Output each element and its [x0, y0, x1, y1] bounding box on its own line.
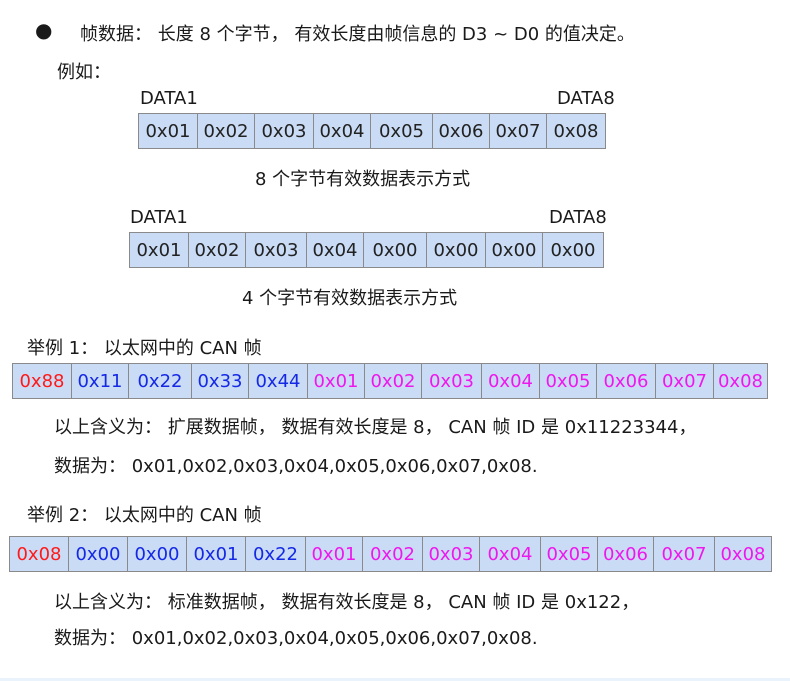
e2-byte-cell: 0x22	[245, 536, 306, 572]
t2-byte-cell: 0x04	[306, 232, 364, 268]
table1-left-label: DATA1	[140, 88, 198, 109]
t2-byte-cell: 0x00	[426, 232, 486, 268]
table2-right-label: DATA8	[549, 207, 607, 228]
e1-byte-cell: 0x02	[364, 363, 422, 399]
table1-caption: 8 个字节有效数据表示方式	[255, 169, 471, 190]
bullet-dot: ●	[35, 18, 53, 42]
t1-byte-cell: 0x03	[254, 113, 314, 149]
t1-byte-cell: 0x05	[370, 113, 433, 149]
e2-byte-cell: 0x08	[9, 536, 69, 572]
t1-byte-cell: 0x07	[489, 113, 547, 149]
e2-byte-cell: 0x00	[68, 536, 128, 572]
t2-byte-cell: 0x03	[245, 232, 307, 268]
table2-caption: 4 个字节有效数据表示方式	[242, 288, 458, 309]
example1-meaning: 以上含义为： 扩展数据帧， 数据有效长度是 8， CAN 帧 ID 是 0x11…	[54, 417, 697, 438]
t1-byte-cell: 0x06	[432, 113, 490, 149]
e1-byte-cell: 0x44	[248, 363, 308, 399]
frame-data-description: 帧数据： 长度 8 个字节， 有效长度由帧信息的 D3 ~ D0 的值决定。	[80, 24, 635, 45]
t1-byte-cell: 0x01	[138, 113, 198, 149]
e1-byte-cell: 0x03	[421, 363, 482, 399]
t2-byte-cell: 0x00	[542, 232, 604, 268]
table2-left-label: DATA1	[130, 207, 188, 228]
e1-byte-cell: 0x88	[12, 363, 72, 399]
table1-right-label: DATA8	[557, 88, 615, 109]
t1-byte-cell: 0x02	[197, 113, 255, 149]
t2-byte-cell: 0x00	[485, 232, 543, 268]
example2-data: 数据为： 0x01,0x02,0x03,0x04,0x05,0x06,0x07,…	[54, 628, 538, 649]
example2-meaning: 以上含义为： 标准数据帧， 数据有效长度是 8， CAN 帧 ID 是 0x12…	[54, 592, 640, 613]
e1-byte-cell: 0x04	[481, 363, 540, 399]
t1-byte-cell: 0x04	[313, 113, 371, 149]
e1-byte-cell: 0x05	[539, 363, 597, 399]
example-label: 例如：	[57, 62, 111, 83]
e2-byte-cell: 0x03	[422, 536, 480, 572]
e2-byte-cell: 0x00	[127, 536, 187, 572]
e2-byte-cell: 0x01	[186, 536, 246, 572]
e2-byte-cell: 0x05	[540, 536, 598, 572]
e2-byte-cell: 0x02	[362, 536, 423, 572]
e2-byte-cell: 0x01	[305, 536, 363, 572]
example1-title: 举例 1： 以太网中的 CAN 帧	[27, 338, 262, 359]
e1-byte-cell: 0x06	[596, 363, 656, 399]
e1-byte-cell: 0x08	[713, 363, 768, 399]
t2-byte-cell: 0x02	[188, 232, 246, 268]
e1-byte-cell: 0x11	[71, 363, 129, 399]
example2-title: 举例 2： 以太网中的 CAN 帧	[27, 505, 262, 526]
t2-byte-cell: 0x01	[129, 232, 189, 268]
bottom-divider	[0, 678, 790, 681]
example1-data: 数据为： 0x01,0x02,0x03,0x04,0x05,0x06,0x07,…	[54, 456, 538, 477]
e1-byte-cell: 0x33	[191, 363, 249, 399]
e1-byte-cell: 0x07	[655, 363, 714, 399]
e2-byte-cell: 0x08	[714, 536, 772, 572]
e2-byte-cell: 0x07	[653, 536, 715, 572]
e2-byte-cell: 0x06	[597, 536, 654, 572]
t1-byte-cell: 0x08	[546, 113, 606, 149]
e2-byte-cell: 0x04	[479, 536, 541, 572]
e1-byte-cell: 0x01	[307, 363, 365, 399]
e1-byte-cell: 0x22	[128, 363, 192, 399]
t2-byte-cell: 0x00	[363, 232, 427, 268]
